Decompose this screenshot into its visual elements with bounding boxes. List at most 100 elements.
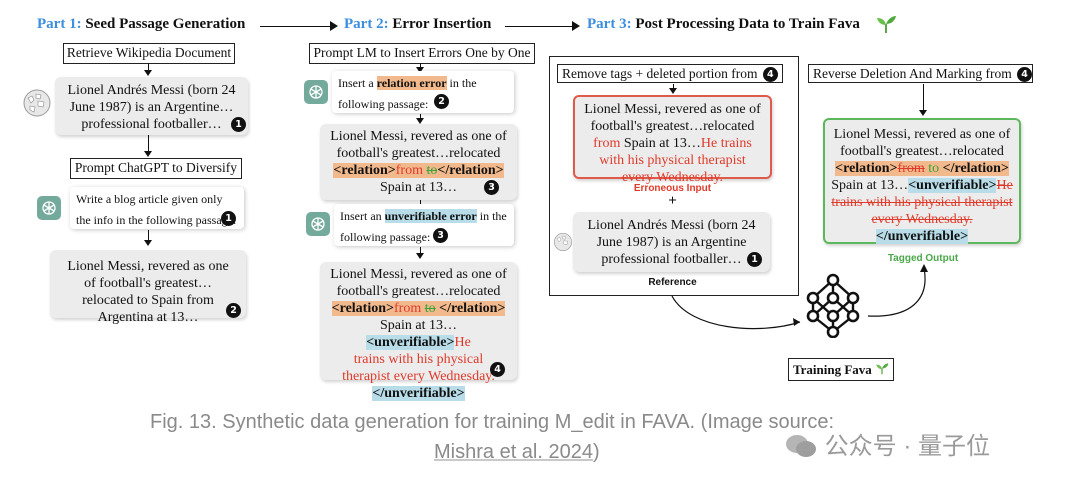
header-connector-1	[260, 26, 330, 27]
step-badge-1: 1	[747, 252, 762, 267]
flow-line	[420, 114, 421, 119]
part2-header: Part 2: Error Insertion	[344, 16, 491, 33]
seed-passage-card: Lionel Andrés Messi (born 24 June 1987) …	[55, 77, 248, 135]
prompt-text: in the following passage:	[338, 76, 477, 111]
step-badge-4: 4	[1017, 67, 1033, 83]
unverifiable-passage-card: Lionel Messi, revered as one of football…	[320, 262, 517, 401]
prompt-text: in the following passage:	[340, 209, 507, 244]
passage-line: Spain at 13…	[380, 180, 457, 195]
step-badge-1: 1	[221, 211, 236, 226]
reference-card: Lionel Andrés Messi (born 24 June 1987) …	[573, 212, 770, 272]
inserted-error-text: trains with his physical therapist every…	[342, 352, 495, 384]
chatgpt-logo-icon	[304, 80, 328, 104]
insert-errors-label: Prompt LM to Insert Errors One by One	[309, 43, 535, 64]
blog-passage-text: Lionel Messi, revered as one of football…	[67, 259, 229, 325]
flow-arrow	[144, 240, 152, 246]
step-badge-2: 2	[226, 303, 241, 318]
flow-arrow	[416, 67, 424, 73]
relation-tag-line: <relation>from to </relation>	[831, 160, 1013, 177]
deleted-to: to	[424, 301, 436, 316]
passage-line: football's greatest…relocated	[336, 146, 501, 161]
flow-line	[420, 247, 421, 253]
reference-text: Lionel Andrés Messi (born 24 June 1987) …	[587, 218, 756, 267]
unverifiable-open-tag: <unverifiable>	[908, 178, 997, 193]
training-fava-label: Training Fava	[788, 358, 894, 381]
neural-network-icon	[806, 273, 860, 338]
relation-error-highlight: relation error	[376, 76, 447, 90]
passage-text: Spain at 13…	[380, 318, 457, 333]
chatgpt-logo-icon	[306, 212, 330, 236]
reverse-deletion-label: Reverse Deletion And Marking from 4	[808, 64, 1033, 83]
part3-header: Part 3: Post Processing Data to Train Fa…	[587, 16, 860, 33]
wikipedia-globe-icon	[23, 89, 51, 117]
relation-tag-line: <relation>from to</relation>	[328, 162, 509, 179]
tagged-output-card: Lionel Messi, revered as one of football…	[823, 118, 1021, 244]
deleted-to: to	[426, 163, 438, 178]
part2-title: Error Insertion	[392, 16, 492, 32]
unverifiable-line: Spain at 13… <unverifiable>He	[328, 317, 509, 351]
part2-number: Part 2:	[344, 16, 389, 32]
erroneous-text: Lionel Messi, revered as one of football…	[584, 102, 761, 134]
part1-header: Part 1: Seed Passage Generation	[37, 16, 245, 33]
flow-line	[923, 84, 924, 111]
remove-tags-text: Remove tags + deleted portion from	[562, 66, 758, 81]
erroneous-red-text: He trains with his physical therapist ev…	[599, 136, 752, 185]
relation-open-tag: <relation>	[835, 161, 898, 176]
header-connector-2	[505, 26, 572, 27]
inserted-from: from	[395, 163, 423, 178]
plus-sign: +	[668, 193, 677, 209]
seed-passage-text: Lionel Andrés Messi (born 24 June 1987) …	[67, 83, 236, 132]
flow-line	[420, 200, 421, 205]
erroneous-input-caption: Erroneous Input	[633, 183, 712, 194]
wikipedia-globe-icon	[554, 233, 572, 251]
input-reference-frame	[549, 56, 799, 296]
diversify-label: Prompt ChatGPT to Diversify	[70, 158, 242, 179]
flow-line	[673, 84, 674, 89]
passage-text: Spain at 13…	[831, 178, 909, 193]
flow-line	[420, 63, 421, 68]
part3-number: Part 3:	[587, 16, 632, 32]
passage-line: Lionel Messi, revered as one of	[330, 129, 507, 144]
prompt-text: Insert an	[340, 209, 385, 223]
source-link[interactable]: Mishra et al. 2024	[434, 441, 593, 463]
tagged-output-caption: Tagged Output	[887, 253, 959, 264]
deleted-error-text: trains with his physical therapist every…	[831, 195, 1013, 227]
watermark: 公众号 · 量子位	[784, 426, 990, 461]
step-badge-1: 1	[231, 117, 246, 132]
inserted-he: He	[454, 335, 471, 350]
part3-title: Post Processing Data to Train Fava	[635, 16, 860, 32]
diversify-prompt-text: Write a blog article given only the info…	[76, 192, 237, 227]
sprout-icon	[876, 363, 889, 375]
inserted-from: from	[394, 301, 422, 316]
remove-tags-label: Remove tags + deleted portion from 4	[557, 64, 783, 83]
unverifiable-close-tag: </unverifiable>	[372, 386, 465, 401]
step-badge-2: 2	[434, 94, 449, 109]
reference-caption: Reference	[648, 277, 697, 288]
flow-arrow	[919, 110, 927, 116]
relation-close-tag: </relation>	[439, 301, 506, 316]
flow-arrow	[669, 88, 677, 94]
step-badge-3: 3	[433, 228, 448, 243]
step-badge-4: 4	[762, 67, 778, 83]
blog-passage-card: Lionel Messi, revered as one of football…	[50, 250, 246, 325]
deleted-he: He	[996, 178, 1013, 193]
diversify-prompt-card: Write a blog article given only the info…	[70, 187, 244, 229]
erroneous-input-card: Lionel Messi, revered as one of football…	[573, 95, 772, 185]
passage-line: football's greatest…relocated	[840, 144, 1004, 159]
flow-line	[148, 230, 149, 240]
relation-tag-line: <relation>from to </relation>	[328, 300, 509, 317]
passage-line: football's greatest…relocated	[336, 284, 501, 299]
part1-title: Seed Passage Generation	[85, 16, 246, 32]
header-arrow-1	[330, 21, 338, 31]
wechat-icon	[786, 435, 816, 457]
flow-arrow	[144, 151, 152, 157]
relation-passage-card: Lionel Messi, revered as one of football…	[320, 124, 517, 200]
unverifiable-open-tag: <unverifiable>	[366, 335, 455, 350]
relation-close-tag: </relation>	[942, 161, 1009, 176]
flow-line	[148, 135, 149, 152]
erroneous-from: from	[593, 136, 621, 151]
relation-prompt-card: Insert a relation error in the following…	[332, 71, 514, 113]
figure-caption: Fig. 13. Synthetic data generation for t…	[150, 411, 835, 433]
caption-end: )	[592, 441, 600, 463]
